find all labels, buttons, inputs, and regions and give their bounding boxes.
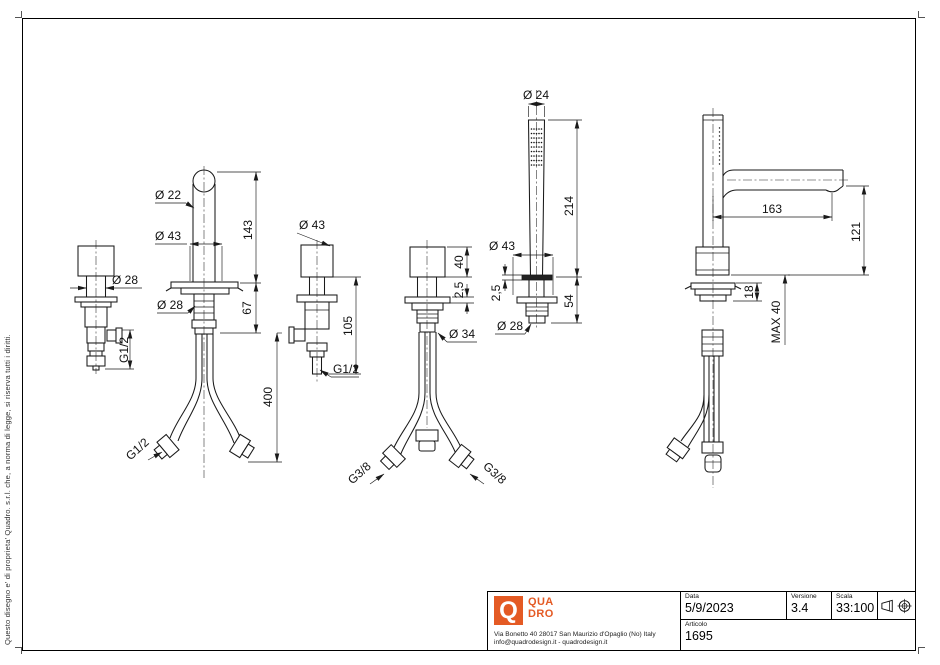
- dim-label-d5-dia24: Ø 24: [523, 88, 549, 102]
- spray-holes-side: [718, 127, 721, 165]
- field-articolo: Articolo 1695: [681, 620, 915, 650]
- field-versione-label: Versione: [791, 593, 817, 600]
- field-articolo-value: 1695: [685, 629, 713, 643]
- field-versione: Versione 3.4: [787, 592, 832, 619]
- dim-label-d2-g12: G1/2: [123, 435, 152, 463]
- drawing-hand-shower: Ø 24 214 Ø 43 2,5 54 Ø 28: [489, 88, 582, 335]
- dim-label-d6-w163: 163: [762, 202, 782, 216]
- dim-label-d5-h214: 214: [562, 196, 576, 216]
- dim-label-d2-h400: 400: [261, 387, 275, 407]
- dim-label-d2-h67: 67: [240, 301, 254, 315]
- first-angle-projection-icon: [878, 592, 915, 619]
- dim-label-d5-dia28: Ø 28: [497, 319, 523, 333]
- logo-wordmark: QUA DRO: [528, 596, 554, 620]
- dim-label-d1-dia28: Ø 28: [112, 273, 138, 287]
- sheet-border-frame: [22, 18, 916, 651]
- drawing-faucet-side: 163 121 18 MAX 40: [665, 108, 869, 488]
- corner-mark: [918, 11, 925, 18]
- dim-label-d3-g12: G1/2: [333, 362, 359, 376]
- dim-label-d6-h121: 121: [849, 222, 863, 242]
- dim-label-d5-t25: 2,5: [489, 284, 503, 301]
- field-scala-label: Scala: [836, 593, 853, 600]
- drawing-valve-left-outlet: Ø 43 105 G1/2: [288, 218, 361, 384]
- corner-mark: [15, 647, 22, 654]
- corner-mark: [15, 11, 22, 18]
- drawing-diverter: 40 2,5 Ø 34 G3/8 G3/8: [345, 240, 509, 487]
- quadro-logo-icon: Q: [494, 596, 523, 625]
- logo-letter: Q: [499, 596, 518, 624]
- corner-mark: [918, 647, 925, 654]
- dim-label-d1-g12: G1/2: [117, 337, 131, 363]
- title-block-company-cell: Q QUA DRO Via Bonetto 40 28017 San Mauri…: [488, 592, 681, 650]
- dim-label-d6-max40: MAX 40: [769, 300, 783, 343]
- field-scala-value: 33:100: [836, 601, 875, 615]
- field-scala: Scala 33:100: [832, 592, 878, 619]
- dim-label-d2-dia43: Ø 43: [155, 229, 181, 243]
- logo-word-line2: DRO: [528, 607, 554, 620]
- drawing-spout-front: Ø 22 Ø 43 143 Ø 28 67 400 G1/2: [123, 166, 282, 478]
- field-data: Data 5/9/2023: [681, 592, 787, 619]
- company-address: Via Bonetto 40 28017 San Maurizio d'Opag…: [494, 631, 656, 647]
- field-versione-value: 3.4: [791, 601, 809, 615]
- dim-label-d2-dia28: Ø 28: [157, 298, 183, 312]
- field-articolo-label: Articolo: [685, 621, 707, 628]
- dim-label-d6-t18: 18: [742, 285, 756, 299]
- dim-label-d5-dia43: Ø 43: [489, 239, 515, 253]
- title-block: Q QUA DRO Via Bonetto 40 28017 San Mauri…: [487, 591, 916, 651]
- drawing-angle-valve: Ø 28 G1/2: [70, 240, 142, 374]
- dim-label-d4-h40: 40: [452, 255, 466, 269]
- dim-label-d3-h105: 105: [341, 316, 355, 336]
- address-line1: Via Bonetto 40 28017 San Maurizio d'Opag…: [494, 630, 656, 638]
- dim-label-d4-t25: 2,5: [452, 281, 466, 298]
- dim-label-d4-dia34: Ø 34: [449, 327, 475, 341]
- dim-label-d4-g38-left: G3/8: [345, 459, 374, 487]
- dim-label-d3-dia43: Ø 43: [299, 218, 325, 232]
- field-data-label: Data: [685, 593, 699, 600]
- dim-label-d4-g38-right: G3/8: [480, 459, 509, 487]
- field-data-value: 5/9/2023: [685, 601, 734, 615]
- dim-label-d2-dia22: Ø 22: [155, 188, 181, 202]
- dim-label-d5-h54: 54: [562, 294, 576, 308]
- address-line2: info@quadrodesign.it - quadrodesign.it: [494, 638, 608, 646]
- logo-word-line1: QUA: [528, 596, 554, 608]
- dim-label-d2-h143: 143: [241, 220, 255, 240]
